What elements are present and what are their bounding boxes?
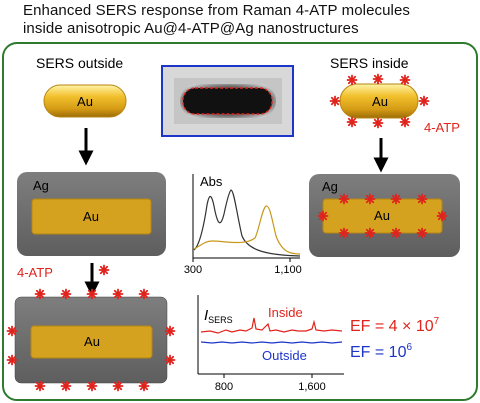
ef-outside: EF = 106 [350, 342, 412, 361]
abs-xtick-300: 300 [184, 264, 202, 276]
abs-curve-coated [193, 189, 301, 257]
abs-ylabel: Abs [200, 174, 223, 189]
sers-xtick-1600: 1,600 [298, 381, 326, 393]
sers-inside-label: SERS inside [330, 55, 409, 71]
legend-outside: Outside [262, 348, 307, 363]
sers-xtick-800: 800 [215, 381, 233, 393]
ag-coated-rod-atp-inside: Ag Au [309, 174, 460, 257]
gold-nanorod-with-atp: Au [329, 73, 430, 129]
ag-coated-rod-outside: Ag Au [17, 172, 166, 256]
legend-inside: Inside [268, 305, 303, 320]
au-label-2: Au [83, 209, 99, 224]
ef-inside: EF = 4 × 107 [350, 316, 440, 335]
atp-molecule-icon [98, 264, 110, 276]
atp-label-left: 4-ATP [17, 265, 53, 280]
abs-curve-gold [193, 205, 301, 255]
ag-coated-rod-atp-outside: Au [6, 288, 176, 392]
sers-ylabel: ISERS [204, 307, 233, 325]
abs-xtick-1100: 1,100 [274, 264, 302, 276]
gold-nanorod-bare: Au [43, 84, 127, 118]
figure-title-line-1: Enhanced SERS response from Raman 4-ATP … [23, 2, 411, 19]
sers-spectrum-outside [200, 341, 343, 344]
atp-label-right: 4-ATP [424, 120, 460, 135]
ag-label-2: Ag [322, 179, 338, 194]
au-label-1: Au [77, 94, 93, 109]
figure-title-line-2: inside anisotropic Au@4-ATP@Ag nanostruc… [23, 20, 359, 37]
au-label-5: Au [374, 208, 390, 223]
au-label-3: Au [84, 334, 100, 349]
ag-label-1: Ag [33, 178, 49, 193]
sers-spectra-plot: ISERS Inside Outside 800 1,600 [197, 295, 344, 393]
sers-outside-label: SERS outside [36, 55, 123, 71]
absorbance-plot: Abs 300 1,100 [184, 174, 302, 276]
au-label-4: Au [372, 94, 388, 109]
tem-image [161, 65, 294, 137]
sers-spectrum-inside [200, 317, 343, 334]
frame-border [2, 42, 478, 401]
